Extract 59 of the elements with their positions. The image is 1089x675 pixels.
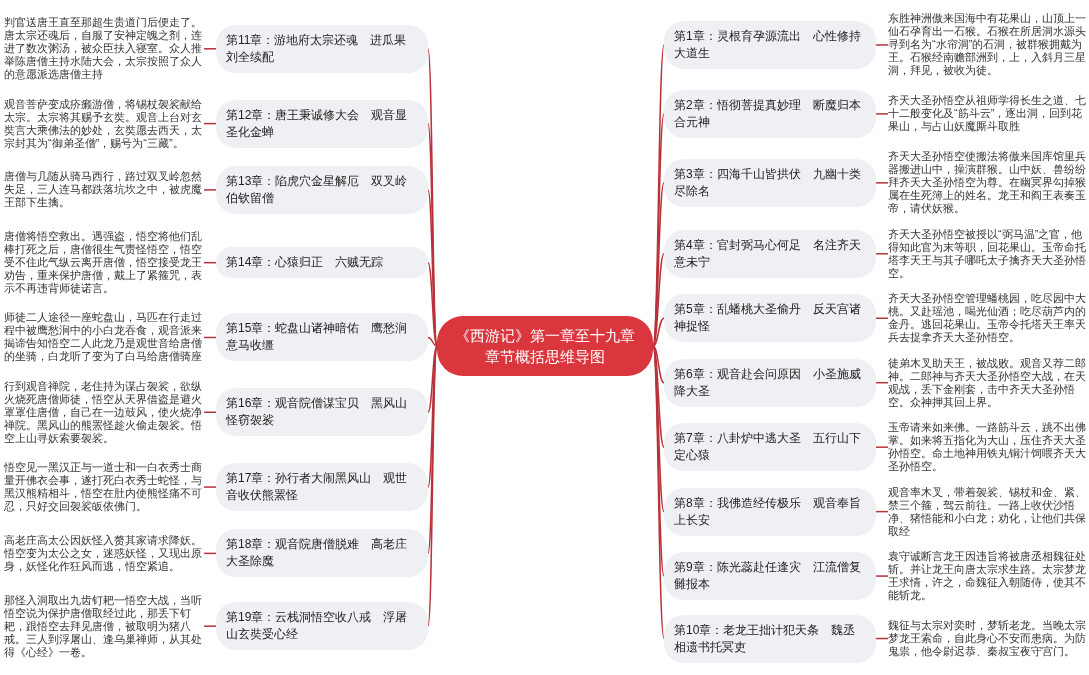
topic-box: 第8章：我佛造经传极乐 观音奉旨上长安 [664, 487, 876, 536]
connector-line [427, 336, 438, 347]
topic-box: 第6章：观音赴会问原因 小圣施威降大圣 [664, 358, 876, 407]
topic-box: 第14章：心猿归正 六贼无踪 [216, 247, 428, 279]
connector-line [427, 189, 438, 347]
description-text: 袁守诚断言龙王因违旨将被唐丞相魏征处斩。并让龙王向唐太宗求生路。太宗梦龙王求情，许之，命魏征入朝随侍，使其不能斩龙。 [888, 550, 1088, 603]
connector-line [875, 575, 889, 577]
description-text: 高老庄高太公因妖怪入赘其家请求降妖。悟空变为太公之女，迷惑妖怪，又现出原身，妖怪化作狂风而逃，悟空紧追。 [4, 533, 204, 573]
topic-box: 第1章：灵根育孕源流出 心性修持大道生 [664, 20, 876, 69]
topic-box: 第13章：陷虎穴金星解厄 双叉岭伯钦留僧 [216, 165, 428, 214]
topic-box: 第17章：孙行者大闹黑风山 观世音收伏熊罴怪 [216, 463, 428, 512]
description-text: 魏征与太宗对奕时，梦斩老龙。当晚太宗梦龙王索命，自此身心不安而患病。为防鬼祟，他令尉迟恭、秦叔宝夜守宫门。 [888, 619, 1088, 659]
topic-box: 第5章：乱蟠桃大圣偷丹 反天宫诸神捉怪 [664, 294, 876, 343]
description-text: 师徒二人途径一座蛇盘山，马匹在行走过程中被鹰愁涧中的小白龙吞食，观音派来揭谛告知悟空二人此龙乃是观世音给唐僧的坐骑，白龙听了变为了白马给唐僧骑座 [4, 311, 204, 364]
description-text: 行到观音禅院，老住持为谋占袈裟，欲纵火烧死唐僧师徒，悟空从天界借盗是避火罩罩住唐僧，自己在一边鼓风，使火烧净禅院。黑风山的熊罴怪趁火偷走袈裟。悟空上山寻妖索要袈裟。 [4, 379, 204, 445]
description-text: 徒弟木叉助天王，被战败。观音又荐二郎神。二郎神与齐天大圣孙悟空大战，在天观战，丢下金刚套，击中齐天大圣孙悟空。众神押其回上界。 [888, 356, 1088, 409]
topic-box: 第11章：游地府太宗还魂 进瓜果刘全续配 [216, 24, 428, 73]
description-text: 唐僧与几随从骑马西行，路过双叉岭忽然失足，三人连马都跌落坑坎之中，被虎魔王部下生擒。 [4, 170, 204, 210]
description-text: 观音菩萨变成疥癞游僧，将锡杖袈裟献给太宗。太宗将其赐予玄奘。观音上台对玄奘言大乘佛法的妙处，玄奘愿去西天，太宗封其为“御弟圣僧”，赐号为“三藏”。 [4, 97, 204, 150]
connector-line [652, 317, 665, 347]
topic-box: 第7章：八卦炉中逃大圣 五行山下定心猿 [664, 423, 876, 472]
connector-line [203, 625, 217, 627]
description-text: 悟空见一黑汉正与一道士和一白衣秀士商量开佛衣会事，遂打死白衣秀士蛇怪，与黑汉熊精相斗，悟空在肚内使熊怪痛不可忍，只好交回袈裟皈依佛门。 [4, 461, 204, 514]
topic-box: 第12章：唐王秉诚修大会 观音显圣化金蝉 [216, 99, 428, 148]
connector-line [652, 253, 665, 347]
connector-line [427, 345, 438, 414]
topic-box: 第4章：官封弼马心何足 名注齐天意未宁 [664, 229, 876, 278]
connector-line [875, 113, 889, 115]
connector-line [427, 345, 438, 488]
description-text: 齐天大圣孙悟空使搬法将傲来国库馆里兵器搬进山中，操演群猴。山中妖、兽纷纷拜齐天大圣孙悟空为尊。在幽冥界勾掉猴属在生死簿上的姓名。龙王和阎王表奏玉帝，请伏妖猴。 [888, 150, 1088, 216]
description-text: 唐僧将悟空救出。遇强盗，悟空将他们乱棒打死之后，唐僧很生气责怪悟空，悟空受不住此气纵云离开唐僧，悟空接受龙王劝告，重来保护唐僧，戴上了紧箍咒，表示不再违背师徒诺言。 [4, 230, 204, 296]
topic-box: 第19章：云栈洞悟空收八戒 浮屠山玄奘受心经 [216, 602, 428, 651]
connector-line [427, 261, 438, 347]
topic-box: 第10章：老龙王拙计犯天条 魏丞相遗书托冥吏 [664, 614, 876, 663]
topic-box: 第2章：悟彻菩提真妙理 断魔归本合元神 [664, 89, 876, 138]
connector-line [652, 345, 665, 384]
connector-line [203, 48, 217, 50]
connector-line [875, 446, 889, 448]
description-text: 判官送唐王直至那超生贵道门后便走了。唐太宗还魂后，自服了安神定魄之剂，连进了数次粥汤，被众臣扶入寝室。众人推举陈唐僧主持水陆大会，太宗按照了众人的意愿派选唐僧主持 [4, 16, 204, 82]
description-text: 齐天大圣孙悟空从祖师学得长生之道、七十二般变化及“筋斗云”，逐出洞，回到花果山，与占山妖魔厮斗取胜 [888, 94, 1088, 134]
topic-box: 第16章：观音院僧谋宝贝 黑风山怪窃袈裟 [216, 388, 428, 437]
connector-line [875, 44, 889, 46]
connector-line [875, 182, 889, 184]
connector-line [203, 486, 217, 488]
description-text: 那怪入洞取出九齿钉耙一悟空大战，当听悟空说为保护唐僧取经过此，那丢下钉耙，跟悟空去拜见唐僧，被取明为猪八戒。三人到浮屠山、逢乌巢禅师，从其处得《心经》一卷。 [4, 593, 204, 659]
description-text: 东胜神洲傲来国海中有花果山，山顶上一仙石孕育出一石猴。石猴在所居洞水源头寻到名为“水帘洞”的石洞，被群猴拥戴为王。石猴经南赡部洲到，上，入斜月三星洞，拜见，被收为徒。 [888, 12, 1088, 78]
topic-box: 第3章：四海千山皆拱伏 九幽十类尽除名 [664, 158, 876, 207]
central-topic: 《西游记》第一章至十九章章节概括思维导图 [437, 316, 653, 376]
description-text: 观音率木叉，带着袈裟、锡杖和金、紧、禁三个箍，驾云前往。一路上收伏沙悟净、猪悟能和小白龙；劝化，让他们共保取经 [888, 485, 1088, 538]
topic-box: 第18章：观音院唐僧脱难 高老庄大圣除魔 [216, 529, 428, 578]
description-text: 玉帝请来如来佛。一路筋斗云，跳不出佛掌。如来将五指化为大山，压住齐天大圣孙悟空。命土地神用铁丸铜汁饲喂齐天大圣孙悟空。 [888, 421, 1088, 474]
topic-box: 第9章：陈光蕊赴任逢灾 江流僧复雠报本 [664, 552, 876, 601]
connector-line [875, 253, 889, 255]
description-text: 齐天大圣孙悟空被授以“弼马温”之官，他得知此官为末等职，回花果山。玉帝命托塔李天王与其子哪吒太子擒齐天大圣孙悟空。 [888, 227, 1088, 280]
description-text: 齐天大圣孙悟空管理蟠桃园，吃尽园中大桃。又赴瑶池，喝光仙酒；吃尽葫芦内的金丹。逃回花果山。玉帝令托塔天王率天兵去捉拿齐天大圣孙悟空。 [888, 292, 1088, 345]
topic-box: 第15章：蛇盘山诸神暗佑 鹰愁涧意马收缰 [216, 313, 428, 362]
connector-line [203, 261, 217, 264]
connector-line [652, 345, 665, 448]
connector-line [203, 189, 217, 191]
